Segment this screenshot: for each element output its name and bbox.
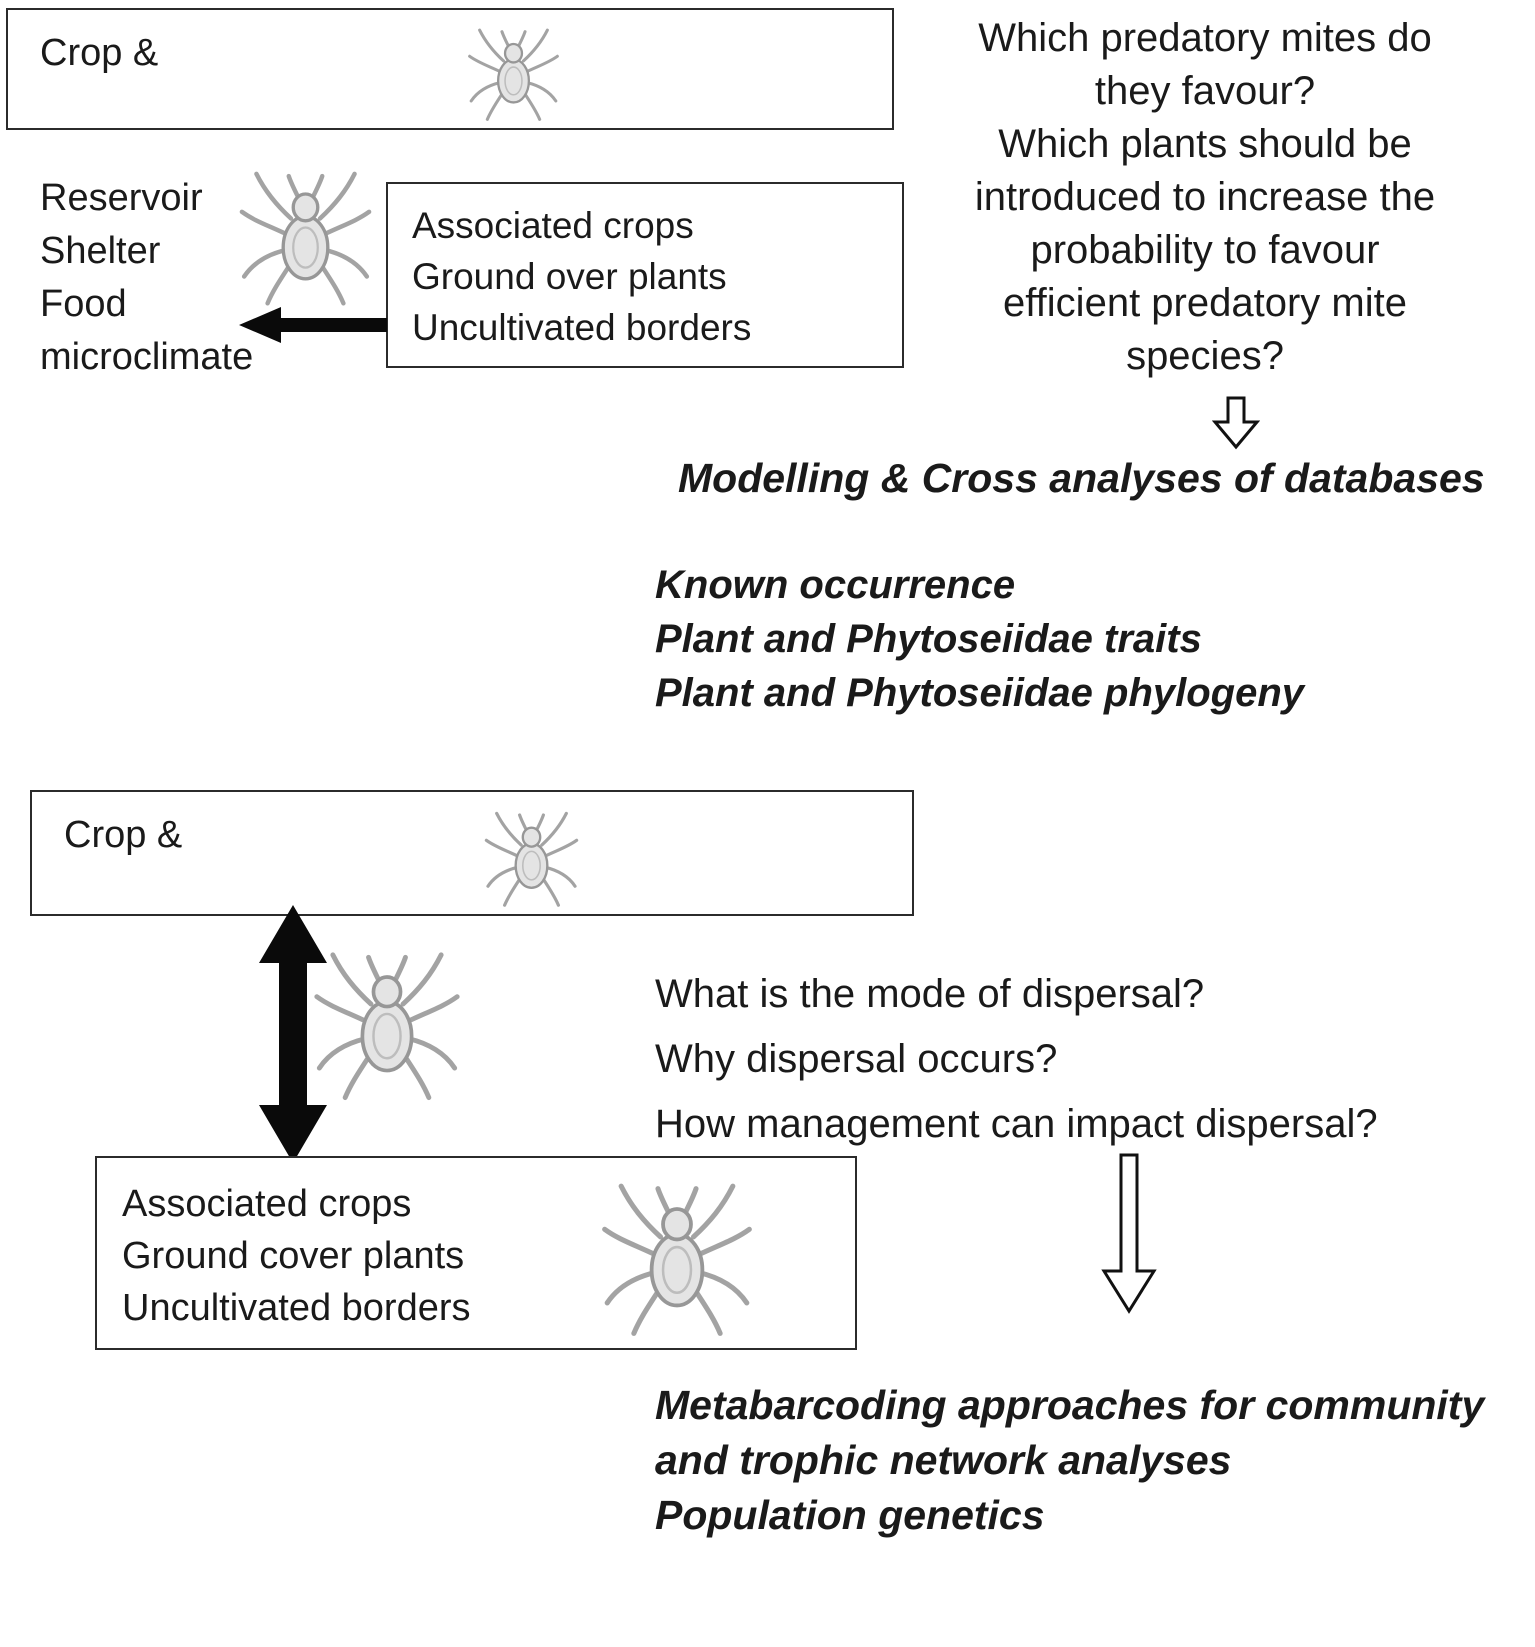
crop-label-top: Crop & [40,32,159,74]
question-line: What is the mode of dispersal? [655,972,1205,1016]
mite-icon [484,806,579,911]
question-line: efficient predatory mite [1003,281,1407,325]
habitat-function-line: Food [40,283,127,325]
question-line: probability to favour [1030,228,1380,272]
habitat-function-line: Reservoir [40,177,203,219]
box-line: Ground cover plants [122,1235,465,1277]
method-line: Plant and Phytoseiidae phylogeny [655,671,1305,715]
crop-habitat-box-top: Crop & [6,8,894,130]
method-line: and trophic network analyses [655,1437,1232,1483]
question-line: they favour? [1094,69,1316,113]
method-list-top: Known occurrence Plant and Phytoseiidae … [655,558,1304,720]
question-line: Why dispersal occurs? [655,1037,1058,1081]
habitat-function-line: Shelter [40,230,161,272]
associated-plants-box-bottom: Associated crops Ground cover plants Unc… [95,1156,857,1350]
box-line: Ground over plants [412,256,727,297]
method-line: Known occurrence [655,563,1016,607]
habitat-function-list: Reservoir Shelter Food microclimate [40,172,253,384]
habitat-function-line: microclimate [40,336,254,378]
associated-plants-box-top: Associated crops Ground over plants Uncu… [386,182,904,368]
research-question-top: Which predatory mites do they favour? Wh… [945,12,1465,383]
associated-plants-text-top: Associated crops Ground over plants Uncu… [412,200,751,353]
question-line: How management can impact dispersal? [655,1102,1378,1146]
dispersal-questions: What is the mode of dispersal? Why dispe… [655,962,1378,1157]
method-title: Modelling & Cross analyses of databases [678,455,1485,501]
mite-icon [597,1176,757,1341]
method-line: Metabarcoding approaches for community [655,1382,1485,1428]
question-line: species? [1126,334,1284,378]
method-line: Population genetics [655,1492,1045,1538]
double-arrow-vertical-icon [259,905,327,1163]
mite-icon [466,24,561,124]
question-line: Which predatory mites do [978,16,1432,60]
question-line: Which plants should be [998,122,1412,166]
crop-label-bottom: Crop & [64,814,183,856]
crop-habitat-box-bottom: Crop & [30,790,914,916]
method-line: Plant and Phytoseiidae traits [655,617,1202,661]
box-line: Associated crops [122,1183,412,1225]
mite-icon [312,945,462,1105]
box-line: Uncultivated borders [122,1287,471,1329]
left-arrow-icon [239,307,387,343]
down-arrow-outline-tall-icon [1101,1153,1157,1314]
mite-icon [238,165,373,310]
associated-plants-text-bottom: Associated crops Ground cover plants Unc… [122,1178,471,1334]
box-line: Associated crops [412,205,694,246]
question-line: introduced to increase the [974,175,1436,219]
down-arrow-outline-icon [1212,396,1260,450]
box-line: Uncultivated borders [412,307,752,348]
method-list-bottom: Metabarcoding approaches for community a… [655,1378,1484,1543]
